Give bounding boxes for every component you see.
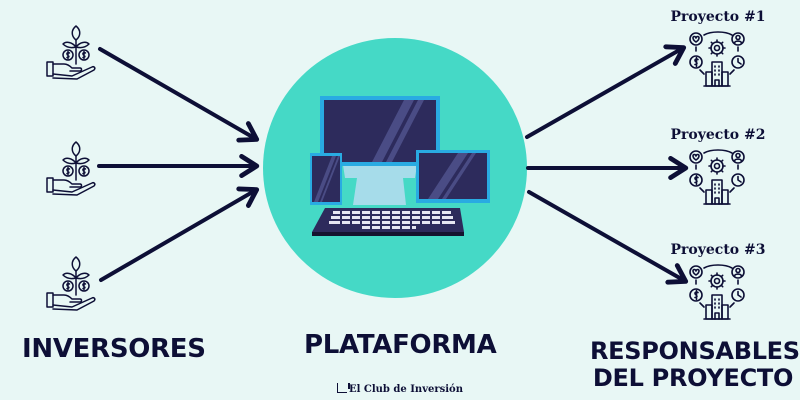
brand-footer: El Club de Inversión — [0, 383, 800, 395]
platform-title: PLATAFORMA — [304, 330, 497, 360]
project-owners-title-line2: DEL PROYECTO — [592, 364, 794, 392]
investors-title: INVERSORES — [22, 334, 206, 364]
brand-logo-icon — [337, 383, 350, 393]
project-owners-title: RESPONSABLES DEL PROYECTO — [590, 337, 800, 392]
hand-plant-money-icon — [46, 25, 96, 80]
project-2-label: Proyecto #2 — [670, 127, 766, 143]
arrow-inversor-3 — [99, 186, 260, 282]
arrow-proyecto-3 — [527, 190, 689, 285]
hand-plant-money-icon — [46, 256, 96, 311]
project-management-icon — [689, 149, 745, 205]
project-3-label: Proyecto #3 — [670, 242, 766, 258]
arrow-inversor-1 — [98, 47, 260, 143]
hand-plant-money-icon — [46, 141, 96, 196]
project-management-icon — [689, 31, 745, 87]
project-owners-title-line1: RESPONSABLES — [590, 337, 800, 365]
project-1-label: Proyecto #1 — [670, 9, 766, 25]
arrow-proyecto-1 — [525, 44, 687, 139]
project-management-icon — [689, 264, 745, 320]
brand-name: El Club de Inversión — [349, 384, 463, 395]
